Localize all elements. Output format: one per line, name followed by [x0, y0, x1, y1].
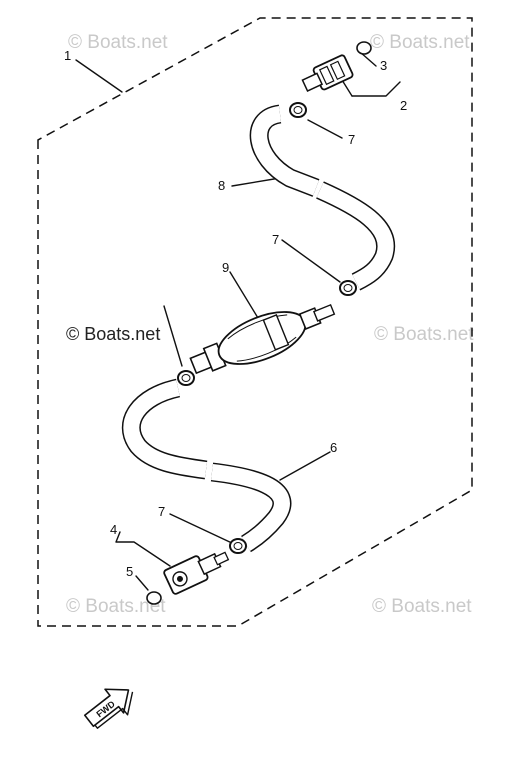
o-ring-3 — [356, 41, 372, 55]
leader-6 — [279, 451, 331, 481]
watermark-top-right: © Boats.net — [370, 32, 470, 53]
watermark-mid-left: © Boats.net — [66, 324, 160, 344]
callout-7-mid: 7 — [272, 232, 279, 247]
callout-4: 4 — [110, 522, 117, 537]
leader-7-left — [163, 305, 183, 367]
callout-2: 2 — [400, 98, 407, 113]
assembly-boundary — [37, 17, 473, 627]
connector-2 — [301, 54, 354, 92]
watermark-layer: © Boats.net © Boats.net © Boats.net © Bo… — [66, 32, 474, 617]
clamp-left — [177, 370, 195, 386]
leader-1 — [75, 59, 123, 93]
callout-1: 1 — [64, 48, 71, 63]
callout-6: 6 — [330, 440, 337, 455]
leader-7-top — [307, 119, 343, 139]
leader-4 — [115, 531, 171, 567]
primer-bulb — [189, 303, 336, 375]
callout-3: 3 — [380, 58, 387, 73]
leader-8 — [231, 177, 281, 187]
callout-7-top: 7 — [348, 132, 355, 147]
watermark-mid-right: © Boats.net — [374, 324, 474, 345]
clamp-top — [289, 102, 307, 118]
hose-clamps — [177, 102, 357, 554]
watermark-bottom-right: © Boats.net — [372, 596, 472, 617]
watermark-bottom-left: © Boats.net — [66, 596, 166, 617]
leader-5 — [135, 575, 149, 591]
leader-2b — [351, 81, 401, 97]
callout-8: 8 — [218, 178, 225, 193]
o-ring-5 — [146, 591, 162, 605]
leader-7-bottom — [169, 513, 235, 545]
connector-4 — [163, 551, 230, 595]
callout-labels: 1 2 3 4 5 6 7 7 7 8 9 — [64, 48, 407, 579]
fwd-arrow-icon: FWD — [83, 688, 134, 729]
hose-8 — [249, 104, 396, 291]
callout-9: 9 — [222, 260, 229, 275]
leader-7-mid — [281, 239, 341, 283]
clamp-mid — [339, 280, 357, 296]
clamp-bottom — [229, 538, 247, 554]
watermark-top-left: © Boats.net — [68, 32, 168, 53]
leader-2a — [341, 79, 353, 97]
leader-lines — [75, 51, 401, 591]
hose-6 — [121, 378, 292, 553]
leader-9 — [229, 271, 259, 319]
callout-5: 5 — [126, 564, 133, 579]
callout-7-bottom: 7 — [158, 504, 165, 519]
